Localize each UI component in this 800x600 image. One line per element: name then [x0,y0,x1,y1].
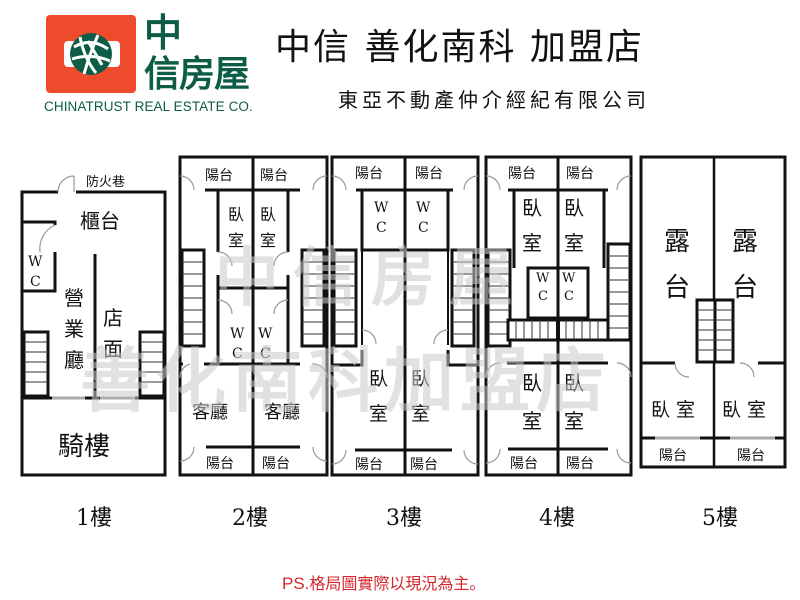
globe-cross-logo-icon [46,15,136,93]
bedroom-label: 臥 [522,196,542,220]
page-title: 中信 善化南科 加盟店 [275,27,644,68]
bedroom-label: 室 [369,403,388,425]
wc-c: C [418,220,429,236]
bedroom-label: 室 [522,409,542,433]
fire-lane-label: 防火巷 [86,174,125,190]
bedroom-label: 臥 [564,196,584,220]
disclaimer-note: PS.格局圖實際以現況為主。 [282,570,485,594]
brand-en: CHINATRUST REAL ESTATE CO. [44,99,253,114]
balcony-label: 陽台 [510,456,538,472]
wc-w: W [416,200,431,216]
lobby-2: 業 [64,317,84,341]
bedroom-label: 臥 [369,368,388,390]
bedroom-label: 室 [522,231,542,255]
floor-5-plan: 露 台 露 台 臥 室 臥 室 陽台 陽台 [639,155,787,469]
floor-4-plan: 陽台 陽台 臥 室 臥 室 W C W C 臥 室 臥 室 [484,155,633,477]
floor-plans: 防火巷 櫃台 W C 營 業 廳 店 面 騎樓 陽台 陽台 [20,155,787,477]
wc-w: W [562,271,576,286]
shop-1: 店 [103,306,123,330]
floor-label-3: 3樓 [386,506,422,531]
floor-label-2: 2樓 [232,506,268,531]
bedroom-label: 臥 室 [722,399,766,421]
shop-2: 面 [103,337,123,361]
bedroom-label: 臥 [411,368,430,390]
bedroom-label: 臥 [522,371,542,395]
balcony-label: 陽台 [262,456,290,472]
wc-w: W [230,326,245,342]
wc-w: W [536,271,550,286]
terrace-label: 台 [732,273,758,303]
svg-text:中信房屋: 中信房屋 [215,242,527,316]
balcony-label: 陽台 [415,166,443,182]
balcony-label: 陽台 [206,456,234,472]
company-logo: 中 信房屋 CHINATRUST REAL ESTATE CO. [44,11,262,114]
wc-w: W [374,200,389,216]
brand-cn-top: 中 [144,11,183,55]
balcony-label: 陽台 [508,166,536,182]
balcony-label: 陽台 [410,457,438,473]
lobby-3: 廳 [64,348,84,372]
balcony-label: 陽台 [355,457,383,473]
watermark: 中信房屋 善化南科加盟店 [80,242,612,422]
wc-w: W [258,326,273,342]
lobby-1: 營 [64,286,84,310]
floor-2-plan: 陽台 陽台 臥 室 臥 室 W C W C 客廳 客廳 陽台 陽台 [178,155,329,477]
bedroom-label: 室 [564,409,584,433]
balcony-label: 陽台 [566,166,594,182]
wc-c: C [232,346,243,362]
floor-label-1: 1樓 [76,506,112,531]
wc-w: W [28,254,43,270]
arcade-label: 騎樓 [58,432,110,462]
bedroom-label: 臥 [228,205,244,224]
wc-c: C [260,346,271,362]
wc-c: C [30,274,41,290]
bedroom-label: 室 [260,231,276,250]
floor-3-plan: 陽台 陽台 W C W C 臥 室 臥 室 陽台 陽台 [330,155,480,477]
bedroom-label: 臥 室 [651,399,695,421]
floor-label-5: 5樓 [702,506,738,531]
balcony-label: 陽台 [659,448,687,464]
note-prefix: PS. [282,574,310,593]
bedroom-label: 室 [564,231,584,255]
terrace-label: 露 [732,227,758,257]
living-room-label: 客廳 [264,402,300,423]
brand-cn-bottom: 信房屋 [144,54,250,95]
balcony-label: 陽台 [260,168,288,184]
bedroom-label: 室 [228,231,244,250]
balcony-label: 陽台 [737,448,765,464]
balcony-label: 陽台 [566,456,594,472]
counter-label: 櫃台 [80,209,120,233]
wc-c: C [564,289,574,304]
bedroom-label: 臥 [564,371,584,395]
balcony-label: 陽台 [205,168,233,184]
wc-c: C [538,289,548,304]
wc-c: C [376,220,387,236]
balcony-label: 陽台 [355,166,383,182]
page-subtitle: 東亞不動產仲介經紀有限公司 [338,88,650,112]
terrace-label: 台 [664,273,690,303]
floor-label-4: 4樓 [539,506,575,531]
floor-1-plan: 防火巷 櫃台 W C 營 業 廳 店 面 騎樓 [20,174,167,477]
terrace-label: 露 [664,227,690,257]
note-text: 格局圖實際以現況為主。 [309,574,486,593]
bedroom-label: 臥 [260,205,276,224]
svg-text:善化南科加盟店: 善化南科加盟店 [80,340,612,422]
living-room-label: 客廳 [192,402,228,423]
bedroom-label: 室 [411,403,430,425]
